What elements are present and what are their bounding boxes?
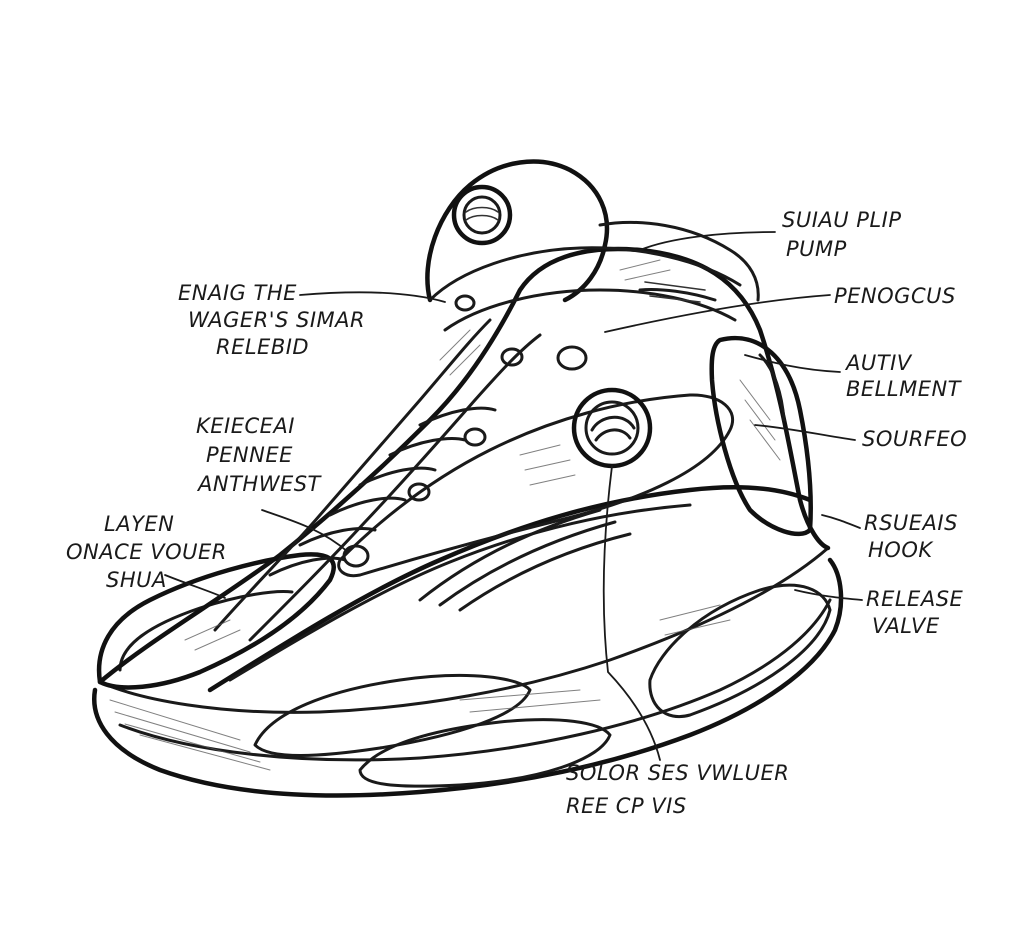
- leader-right-5: [822, 515, 860, 528]
- callout-left-1-line2: WAGER'S SIMAR: [188, 308, 365, 332]
- callout-left-2-line1: KEIECEAI: [196, 414, 295, 438]
- pump-ball-side: [574, 390, 650, 466]
- callout-bottom-1-line2: REE CP VIS: [566, 794, 687, 818]
- callout-right-4-line1: SOURFEO: [862, 427, 967, 451]
- callout-right-3-line2: BELLMENT: [846, 377, 963, 401]
- callout-right-3-line1: AUTIV: [844, 351, 913, 375]
- leader-left-3: [165, 575, 225, 598]
- leader-top-right-1: [640, 232, 775, 250]
- callout-right-5-line2: HOOK: [868, 538, 934, 562]
- callout-left-3-line3: SHUA: [106, 568, 167, 592]
- callout-left-2-line2: PENNEE: [206, 443, 293, 467]
- leader-right-3: [745, 355, 840, 372]
- collar-padding-inner: [445, 290, 735, 330]
- callout-top-right-1-line1: SUIAU PLIP: [782, 208, 902, 232]
- callout-left-2-line3: ANTHWEST: [196, 472, 323, 496]
- brand-mark: [640, 282, 715, 302]
- collar-padding: [430, 248, 740, 300]
- callout-top-right-1-line2: PUMP: [786, 237, 847, 261]
- pump-ball-top: [454, 187, 510, 243]
- callout-right-6-line1: RELEASE: [866, 587, 964, 611]
- leader-left-1: [300, 292, 445, 302]
- callout-left-1-line3: RELEBID: [216, 335, 309, 359]
- callout-left-3-line2: ONACE VOUER: [66, 540, 227, 564]
- callout-right-2-line1: PENOGCUS: [834, 284, 956, 308]
- callout-right-5-line1: RSUEAIS: [864, 511, 958, 535]
- callout-bottom-1-line1: SOLOR SES VWLUER: [566, 761, 789, 785]
- tongue: [427, 162, 607, 300]
- shading-hatch: [110, 260, 780, 770]
- leader-right-6: [795, 590, 862, 600]
- callout-right-6-line2: VALVE: [872, 614, 940, 638]
- callout-left-1-line1: ENAIG THE: [178, 281, 297, 305]
- outsole-upper-edge: [100, 548, 828, 712]
- midsole-panel-toe: [255, 675, 530, 755]
- leader-right-2: [605, 295, 830, 332]
- callout-left-3-line1: LAYEN: [104, 512, 174, 536]
